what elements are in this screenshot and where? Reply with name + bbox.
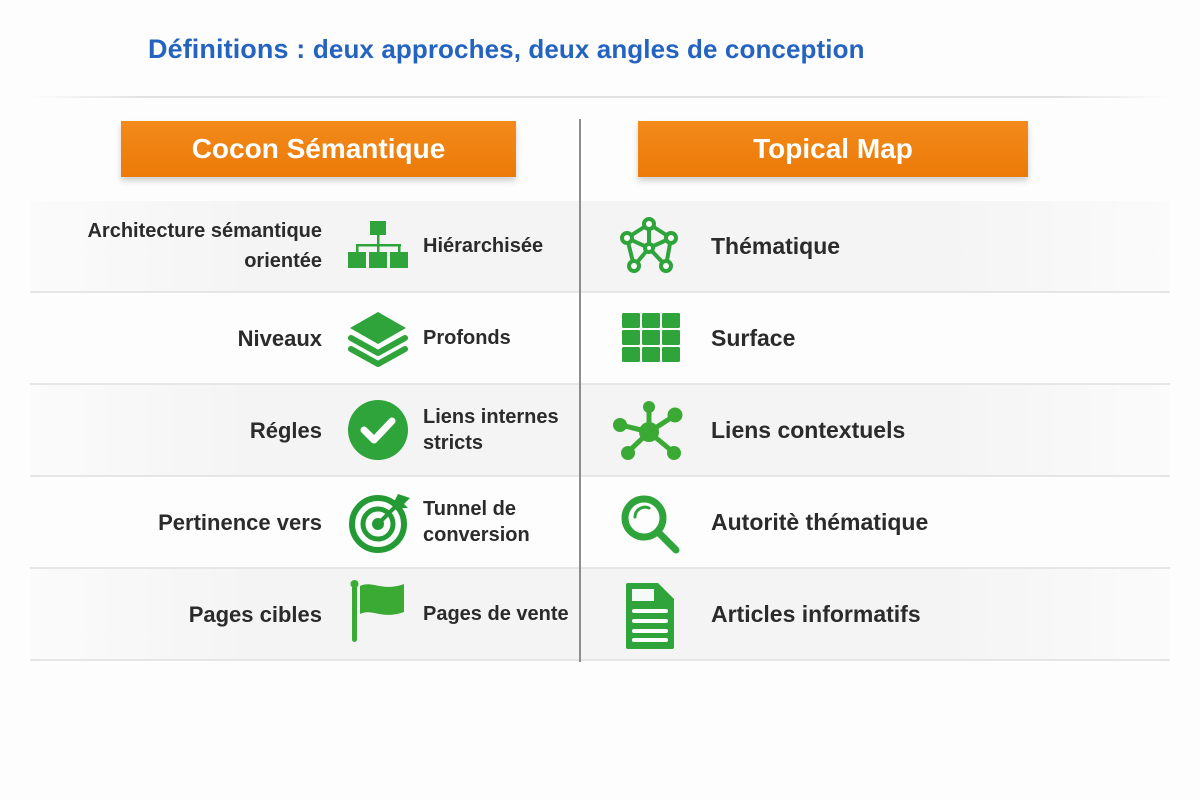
topical-map-header: Topical Map bbox=[638, 121, 1028, 177]
cocon-value: Profonds bbox=[423, 327, 511, 349]
topical-value: Surface bbox=[711, 324, 796, 351]
comparison-row-regles: Régles Liens internes stricts Liens cont… bbox=[30, 385, 1170, 477]
network-icon bbox=[618, 216, 680, 278]
hub-nodes-icon bbox=[613, 400, 683, 462]
hierarchy-icon bbox=[348, 216, 408, 276]
flag-icon bbox=[348, 580, 408, 644]
title-bold: Définitions : bbox=[148, 34, 306, 64]
row-label-line2: orientée bbox=[244, 250, 322, 272]
cocon-value: Liens internes stricts bbox=[423, 406, 559, 454]
magnifier-icon bbox=[618, 492, 680, 554]
comparison-row-niveaux: Niveaux Profonds Surface bbox=[30, 293, 1170, 385]
title-divider bbox=[30, 96, 1170, 98]
cocon-value: Pages de vente bbox=[423, 603, 569, 625]
topical-value: Liens contextuels bbox=[711, 416, 906, 443]
cocon-value: Tunnel de conversion bbox=[423, 498, 530, 546]
topical-value: Autoritè thématique bbox=[711, 508, 929, 535]
target-icon bbox=[348, 492, 410, 553]
cocon-semantique-label: Cocon Sémantique bbox=[191, 133, 446, 164]
row-label: Pages cibles bbox=[188, 601, 322, 627]
comparison-row-pages-cibles: Pages cibles Pages de vente Articles inf… bbox=[30, 569, 1170, 661]
topical-value: Thématique bbox=[711, 232, 841, 259]
document-icon bbox=[618, 583, 680, 649]
row-label: Architecture sémantique orientée bbox=[22, 201, 322, 291]
row-label: Pertinence vers bbox=[158, 509, 322, 535]
grid-icon bbox=[618, 308, 680, 370]
topical-map-label: Topical Map bbox=[753, 133, 913, 164]
cocon-value: Hiérarchisée bbox=[423, 235, 544, 257]
page-title: Définitions : deux approches, deux angle… bbox=[148, 34, 865, 65]
column-divider bbox=[579, 119, 581, 662]
comparison-row-architecture: Architecture sémantique orientée Hiérarc… bbox=[30, 201, 1170, 293]
comparison-row-pertinence: Pertinence vers Tunnel de conversion Aut… bbox=[30, 477, 1170, 569]
title-subtitle: deux approches, deux angles de conceptio… bbox=[312, 34, 865, 64]
row-label-line1: Architecture sémantique bbox=[87, 220, 322, 242]
row-label: Niveaux bbox=[237, 325, 322, 351]
row-label: Régles bbox=[249, 417, 322, 443]
layers-icon bbox=[348, 308, 408, 368]
topical-value: Articles informatifs bbox=[711, 600, 921, 627]
cocon-semantique-header: Cocon Sémantique bbox=[121, 121, 516, 177]
check-circle-icon bbox=[348, 400, 408, 460]
